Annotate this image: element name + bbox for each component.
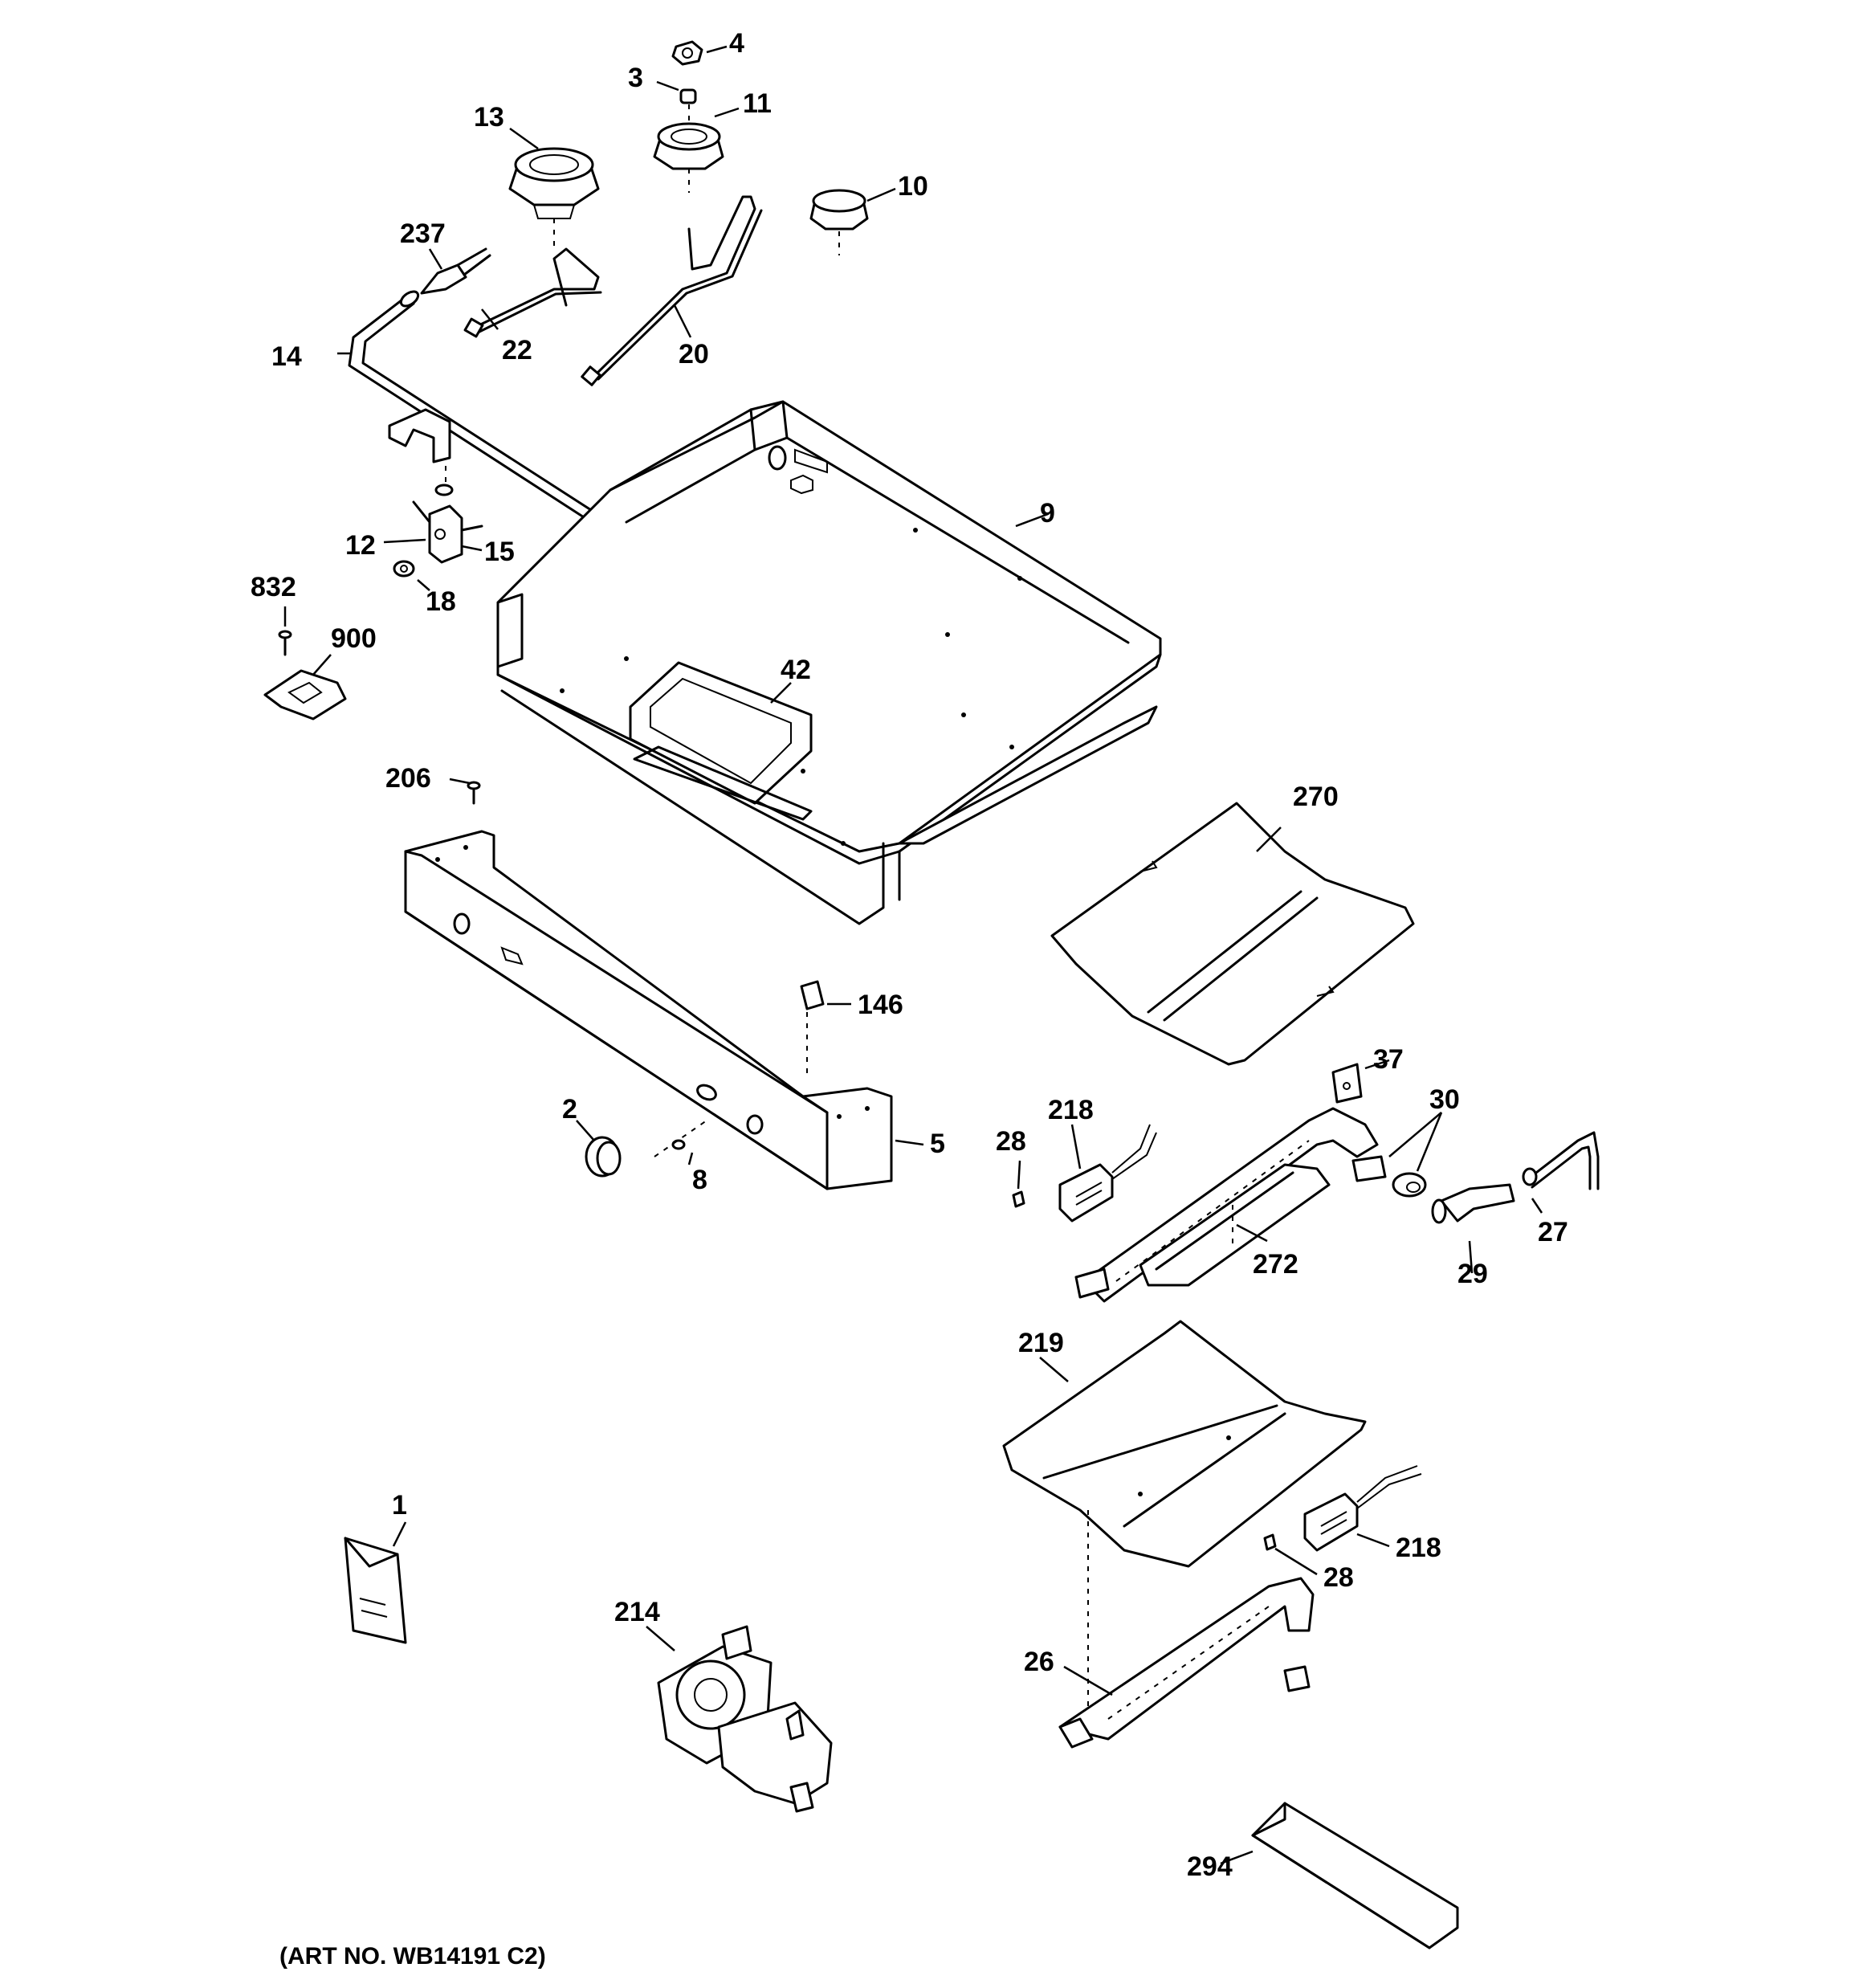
callout-11: 11: [743, 88, 772, 119]
manifold-panel-5: [404, 830, 893, 1190]
nut-4: [671, 40, 703, 66]
callout-42: 42: [781, 655, 811, 685]
bracket-37: [1331, 1063, 1363, 1104]
callout-labels: 4 3 11 13 10 237 14 22 20 9 12 15 18 832…: [251, 28, 1568, 1970]
callout-20: 20: [679, 339, 709, 369]
callout-28-upper: 28: [996, 1126, 1026, 1157]
callout-272: 272: [1253, 1249, 1298, 1280]
screw-28-lower: [1263, 1533, 1277, 1551]
callout-8: 8: [692, 1165, 707, 1195]
screw-8: [654, 1120, 707, 1157]
tube-22: [463, 247, 602, 338]
burner-box-9: [496, 400, 1162, 925]
screw-832: [278, 630, 292, 656]
vent-cover-42: [629, 661, 813, 821]
callout-214: 214: [614, 1597, 660, 1627]
callout-294: 294: [1187, 1851, 1233, 1882]
screw-28-upper: [1012, 1190, 1025, 1208]
callout-28-lower: 28: [1323, 1562, 1354, 1593]
nut-18: [393, 560, 415, 578]
callout-219: 219: [1018, 1328, 1064, 1358]
callout-13: 13: [474, 102, 504, 133]
callout-4: 4: [729, 28, 744, 59]
callout-832: 832: [251, 572, 296, 602]
leader-lines: [283, 45, 1543, 1865]
ignitor-218-upper: [1058, 1124, 1157, 1223]
elbow-29: [1431, 1183, 1515, 1224]
ignitor-218-lower: [1303, 1465, 1422, 1552]
bracket-900: [263, 669, 347, 720]
callout-29: 29: [1457, 1259, 1488, 1289]
bake-burner-26: [1058, 1577, 1315, 1749]
callout-26: 26: [1024, 1647, 1054, 1677]
callout-2: 2: [562, 1094, 577, 1125]
callout-5: 5: [930, 1129, 945, 1159]
callout-270: 270: [1293, 782, 1339, 812]
cap-3: [679, 88, 697, 122]
callout-15: 15: [484, 537, 515, 567]
callout-18: 18: [426, 586, 456, 617]
callout-14: 14: [271, 341, 302, 372]
literature-envelope-1: [344, 1537, 407, 1644]
callout-12: 12: [345, 530, 376, 561]
callout-37: 37: [1373, 1044, 1404, 1075]
broil-burner-assembly: [1074, 1107, 1379, 1303]
callout-206: 206: [385, 763, 431, 794]
orifice-holder-30: [1351, 1155, 1427, 1198]
burner-head-13: [508, 147, 600, 249]
callout-10: 10: [898, 171, 928, 202]
callout-22: 22: [502, 335, 532, 365]
gas-valve-214: [657, 1625, 833, 1813]
clip-146: [800, 980, 825, 1076]
callout-237: 237: [400, 218, 446, 249]
fitting-237: [420, 247, 491, 295]
callout-1: 1: [392, 1490, 407, 1521]
callout-9: 9: [1040, 498, 1055, 529]
callout-900: 900: [331, 623, 377, 654]
knob-2: [585, 1136, 622, 1178]
flame-spreader-270: [1050, 802, 1415, 1066]
pipe-bracket-left: [388, 408, 451, 463]
bracket-294: [1251, 1802, 1459, 1949]
burner-head-10: [809, 189, 869, 255]
callout-218-upper: 218: [1048, 1095, 1094, 1125]
callout-3: 3: [628, 63, 643, 93]
callout-27: 27: [1538, 1217, 1568, 1247]
burner-head-11: [653, 122, 724, 193]
callout-218-lower: 218: [1396, 1533, 1441, 1563]
art-number: (ART NO. WB14191 C2): [279, 1943, 546, 1970]
tube-20: [581, 195, 763, 386]
screw-206: [467, 781, 481, 805]
callout-30: 30: [1429, 1084, 1460, 1115]
valve-assembly-12-15: [412, 466, 483, 564]
flame-deflector-219: [1002, 1320, 1367, 1743]
tube-27: [1522, 1131, 1600, 1190]
callout-146: 146: [858, 990, 903, 1020]
